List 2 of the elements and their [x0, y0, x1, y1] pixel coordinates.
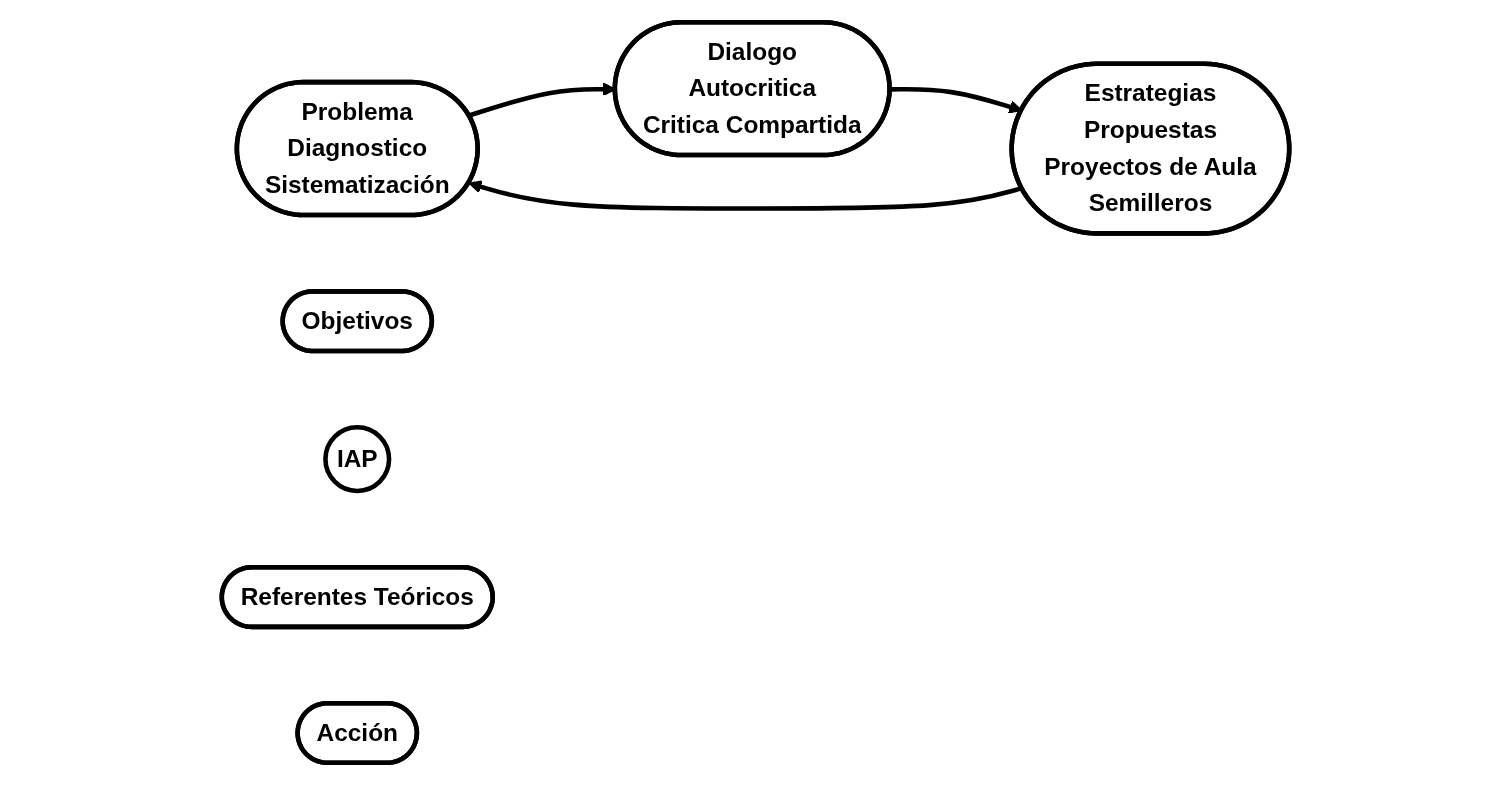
arrow	[468, 180, 1023, 211]
node-circle: IAP	[323, 425, 392, 494]
